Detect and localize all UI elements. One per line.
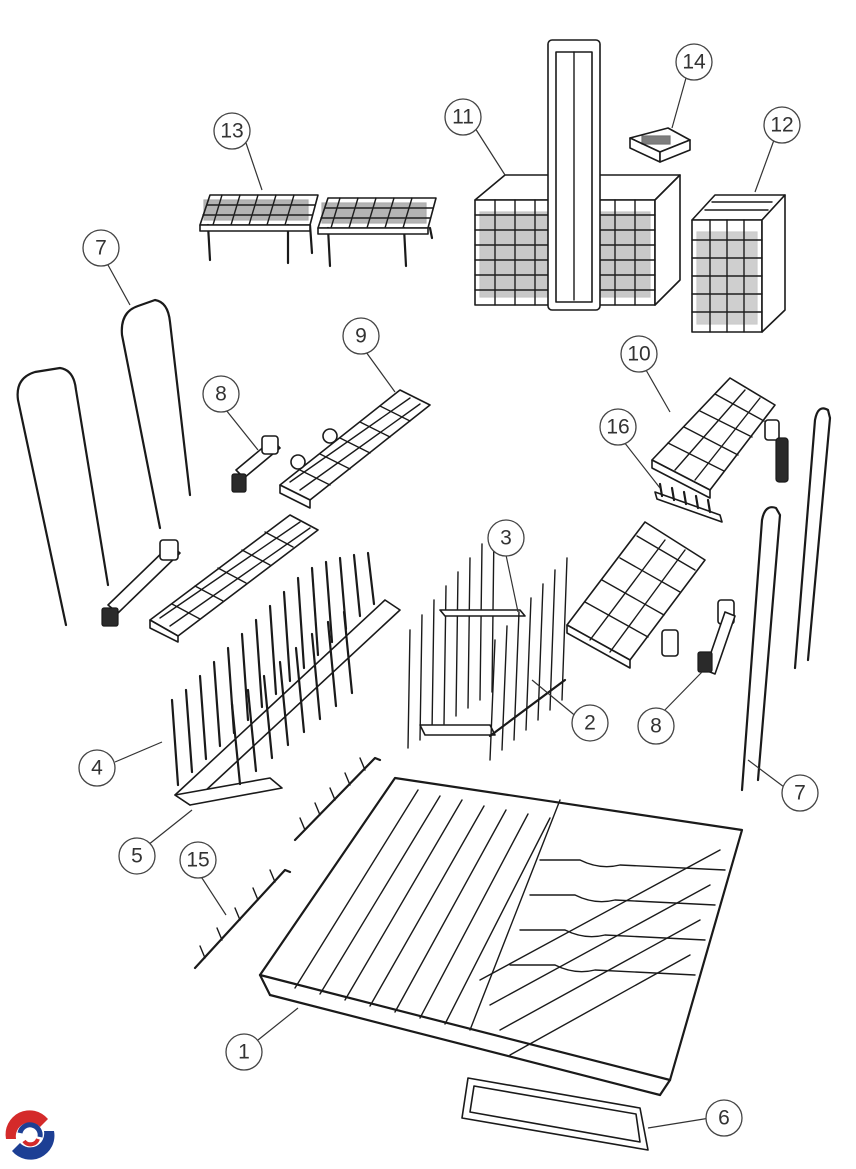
part-11-cutlery-basket	[474, 39, 681, 311]
part-2-plate-rack	[488, 557, 568, 761]
part-10-fold-tray	[651, 377, 789, 499]
part-4-tine-rack	[170, 551, 401, 806]
callout-8-upper-label: 8	[215, 383, 227, 406]
callout-11-label: 11	[452, 106, 474, 129]
callout-14: 14	[675, 43, 713, 81]
callout-10-label: 10	[627, 343, 650, 366]
callout-6: 6	[705, 1099, 743, 1137]
part-6-front-strip	[461, 1077, 649, 1151]
callout-16-label: 16	[606, 416, 629, 439]
leader-lines	[107, 77, 789, 1129]
callout-7-lower-label: 7	[794, 782, 806, 805]
callout-4-label: 4	[91, 757, 103, 780]
callout-2-label: 2	[584, 712, 596, 735]
part-15-clip-rails	[193, 756, 382, 970]
part-7-wire-rods-right	[740, 407, 832, 792]
callout-14-label: 14	[682, 51, 706, 74]
callout-13: 13	[213, 112, 251, 150]
callout-1: 1	[225, 1033, 263, 1071]
part-9-fold-tray-lower	[101, 514, 319, 643]
callout-2: 2	[571, 704, 609, 742]
callout-7-upper: 7	[82, 229, 120, 267]
part-7-wire-rods-left	[16, 298, 192, 627]
callout-1-label: 1	[238, 1041, 250, 1064]
callout-6-label: 6	[718, 1107, 730, 1130]
callout-9: 9	[342, 317, 380, 355]
callout-5: 5	[118, 837, 156, 875]
callout-8-lower: 8	[637, 707, 675, 745]
callout-3-label: 3	[500, 527, 512, 550]
callout-13-label: 13	[220, 120, 243, 143]
brand-logo	[4, 1109, 56, 1161]
callout-10: 10	[620, 335, 658, 373]
callouts: 13 11 14 12 7 8 9 10 16 3 2 8 4 5 7 15 1…	[78, 43, 819, 1137]
part-14-small-tray	[629, 127, 691, 163]
callout-3: 3	[487, 519, 525, 557]
callout-7-lower: 7	[781, 774, 819, 812]
part-8-bracket-right	[697, 599, 736, 675]
callout-7-upper-label: 7	[95, 237, 107, 260]
part-9-fold-tray	[279, 389, 431, 509]
callout-15: 15	[179, 841, 217, 879]
callout-12: 12	[763, 106, 801, 144]
part-10-fold-tray-lower	[566, 521, 706, 669]
callout-8-upper: 8	[202, 375, 240, 413]
part-8-bracket-left	[231, 435, 281, 493]
part-1-main-basket	[258, 776, 744, 1097]
callout-11: 11	[444, 98, 482, 136]
part-12-small-basket	[691, 194, 786, 333]
part-13-grid-racks	[199, 194, 437, 268]
callout-16: 16	[599, 408, 637, 446]
callout-12-label: 12	[770, 114, 793, 137]
callout-5-label: 5	[131, 845, 143, 868]
part-16-comb	[654, 482, 723, 523]
callout-15-label: 15	[186, 849, 209, 872]
part-3-plate-rack	[407, 529, 526, 749]
callout-4: 4	[78, 749, 116, 787]
callout-8-lower-label: 8	[650, 715, 662, 738]
callout-9-label: 9	[355, 325, 367, 348]
